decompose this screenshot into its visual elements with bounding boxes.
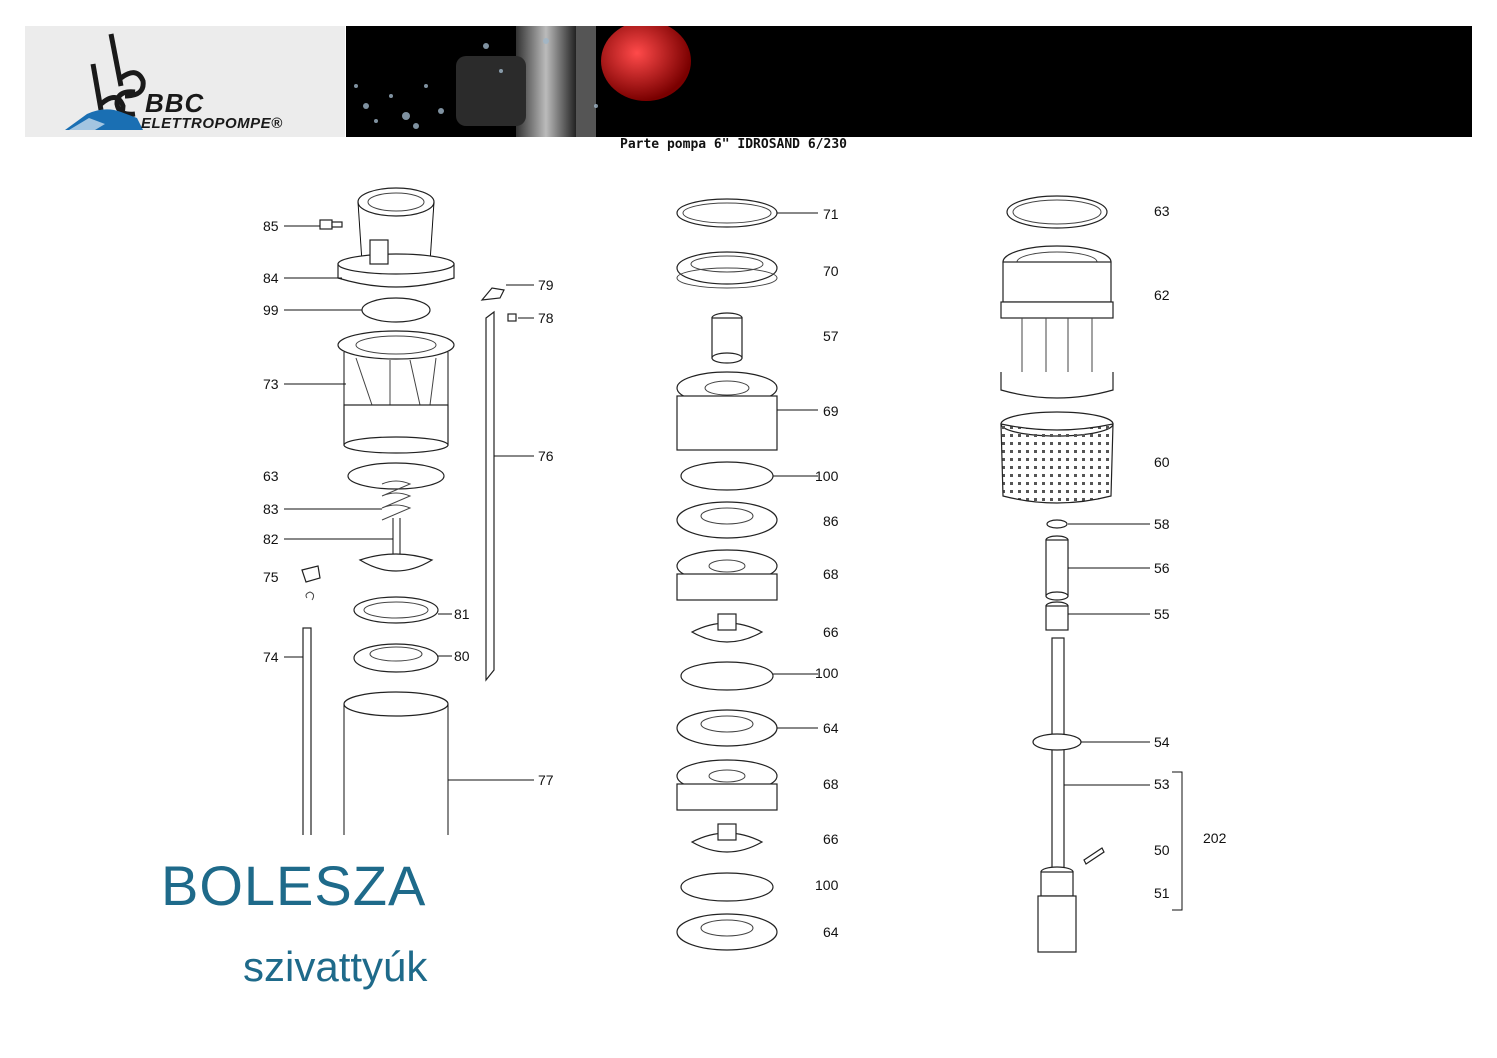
bbc-logo-icon bbox=[65, 33, 146, 130]
part-100-oring-c bbox=[680, 872, 774, 902]
part-70-ring bbox=[676, 251, 778, 289]
label-100: 100 bbox=[815, 665, 839, 681]
label-68: 68 bbox=[823, 776, 839, 792]
header: BBC ELETTROPOMPE® bbox=[25, 26, 1472, 137]
label-66: 66 bbox=[823, 831, 839, 847]
part-78-screw bbox=[507, 313, 517, 322]
part-76-strip bbox=[485, 310, 495, 682]
part-58-ring bbox=[1046, 519, 1068, 529]
label-75: 75 bbox=[263, 569, 279, 585]
label-51: 51 bbox=[1154, 885, 1170, 901]
label-62: 62 bbox=[1154, 287, 1170, 303]
label-83: 83 bbox=[263, 501, 279, 517]
leaders-middle bbox=[773, 212, 818, 729]
part-50-pin bbox=[1083, 847, 1105, 865]
label-55: 55 bbox=[1154, 606, 1170, 622]
part-60-strainer bbox=[1000, 411, 1114, 504]
leaders-right bbox=[1064, 523, 1183, 911]
part-85-screw bbox=[319, 219, 343, 230]
label-63: 63 bbox=[263, 468, 279, 484]
document-title: Parte pompa 6" IDROSAND 6/230 bbox=[620, 137, 847, 152]
dealer-name: BOLESZA bbox=[161, 854, 427, 917]
label-58: 58 bbox=[1154, 516, 1170, 532]
part-55-bushing bbox=[1045, 601, 1069, 631]
label-71: 71 bbox=[823, 206, 839, 222]
part-83-spring bbox=[381, 480, 412, 521]
label-50: 50 bbox=[1154, 842, 1170, 858]
label-79: 79 bbox=[538, 277, 554, 293]
label-66: 66 bbox=[823, 624, 839, 640]
part-71-oring bbox=[676, 198, 778, 228]
part-53-shaft bbox=[1051, 637, 1065, 869]
label-85: 85 bbox=[263, 218, 279, 234]
part-100-oring-b bbox=[680, 661, 774, 691]
banner-image bbox=[346, 26, 1472, 137]
part-63-oring bbox=[347, 462, 445, 490]
label-64: 64 bbox=[823, 720, 839, 736]
part-84-head bbox=[337, 187, 455, 288]
label-78: 78 bbox=[538, 310, 554, 326]
part-57-bushing bbox=[711, 312, 743, 364]
brand-name: BBC bbox=[145, 88, 205, 118]
part-75-nut bbox=[301, 565, 321, 583]
leaders-left bbox=[284, 225, 534, 781]
part-73-body bbox=[337, 330, 455, 454]
part-99-oring bbox=[361, 297, 431, 323]
part-54-disc bbox=[1032, 733, 1082, 751]
part-79-clip bbox=[480, 287, 505, 301]
label-69: 69 bbox=[823, 403, 839, 419]
part-68-impeller-a bbox=[676, 549, 778, 601]
label-70: 70 bbox=[823, 263, 839, 279]
part-68-impeller-b bbox=[676, 759, 778, 811]
part-66-impeller-a bbox=[690, 613, 764, 643]
label-73: 73 bbox=[263, 376, 279, 392]
part-51-coupling bbox=[1037, 866, 1077, 953]
dealer-stamp: BOLESZA szivattyúk bbox=[145, 835, 475, 1005]
label-100: 100 bbox=[815, 468, 839, 484]
label-100: 100 bbox=[815, 877, 839, 893]
label-86: 86 bbox=[823, 513, 839, 529]
label-54: 54 bbox=[1154, 734, 1170, 750]
label-60: 60 bbox=[1154, 454, 1170, 470]
part-56-sleeve bbox=[1045, 535, 1069, 601]
label-57: 57 bbox=[823, 328, 839, 344]
label-74: 74 bbox=[263, 649, 279, 665]
part-100-oring-a bbox=[680, 461, 774, 491]
label-202: 202 bbox=[1203, 830, 1227, 846]
label-82: 82 bbox=[263, 531, 279, 547]
label-68: 68 bbox=[823, 566, 839, 582]
part-82-valve bbox=[358, 518, 434, 572]
dealer-subtitle: szivattyúk bbox=[243, 943, 428, 990]
part-86-ring bbox=[676, 501, 778, 539]
part-63-oring-right bbox=[1006, 195, 1108, 229]
part-81-ring bbox=[353, 596, 439, 624]
pump-splash-icon bbox=[354, 26, 691, 137]
part-69-diffuser bbox=[676, 371, 778, 451]
part-80-seal bbox=[353, 643, 439, 673]
label-76: 76 bbox=[538, 448, 554, 464]
part-64-ring-a bbox=[676, 709, 778, 747]
label-80: 80 bbox=[454, 648, 470, 664]
label-56: 56 bbox=[1154, 560, 1170, 576]
label-81: 81 bbox=[454, 606, 470, 622]
label-99: 99 bbox=[263, 302, 279, 318]
part-74-rod bbox=[302, 591, 315, 839]
part-62-suction-housing bbox=[1000, 245, 1114, 399]
part-77-tube bbox=[343, 691, 449, 838]
part-66-impeller-b bbox=[690, 823, 764, 853]
part-64-ring-b bbox=[676, 913, 778, 951]
label-63: 63 bbox=[1154, 203, 1170, 219]
label-64: 64 bbox=[823, 924, 839, 940]
label-77: 77 bbox=[538, 772, 554, 788]
brand-logo: BBC ELETTROPOMPE® bbox=[25, 26, 345, 137]
label-53: 53 bbox=[1154, 776, 1170, 792]
label-84: 84 bbox=[263, 270, 279, 286]
brand-subname: ELETTROPOMPE® bbox=[141, 115, 283, 132]
